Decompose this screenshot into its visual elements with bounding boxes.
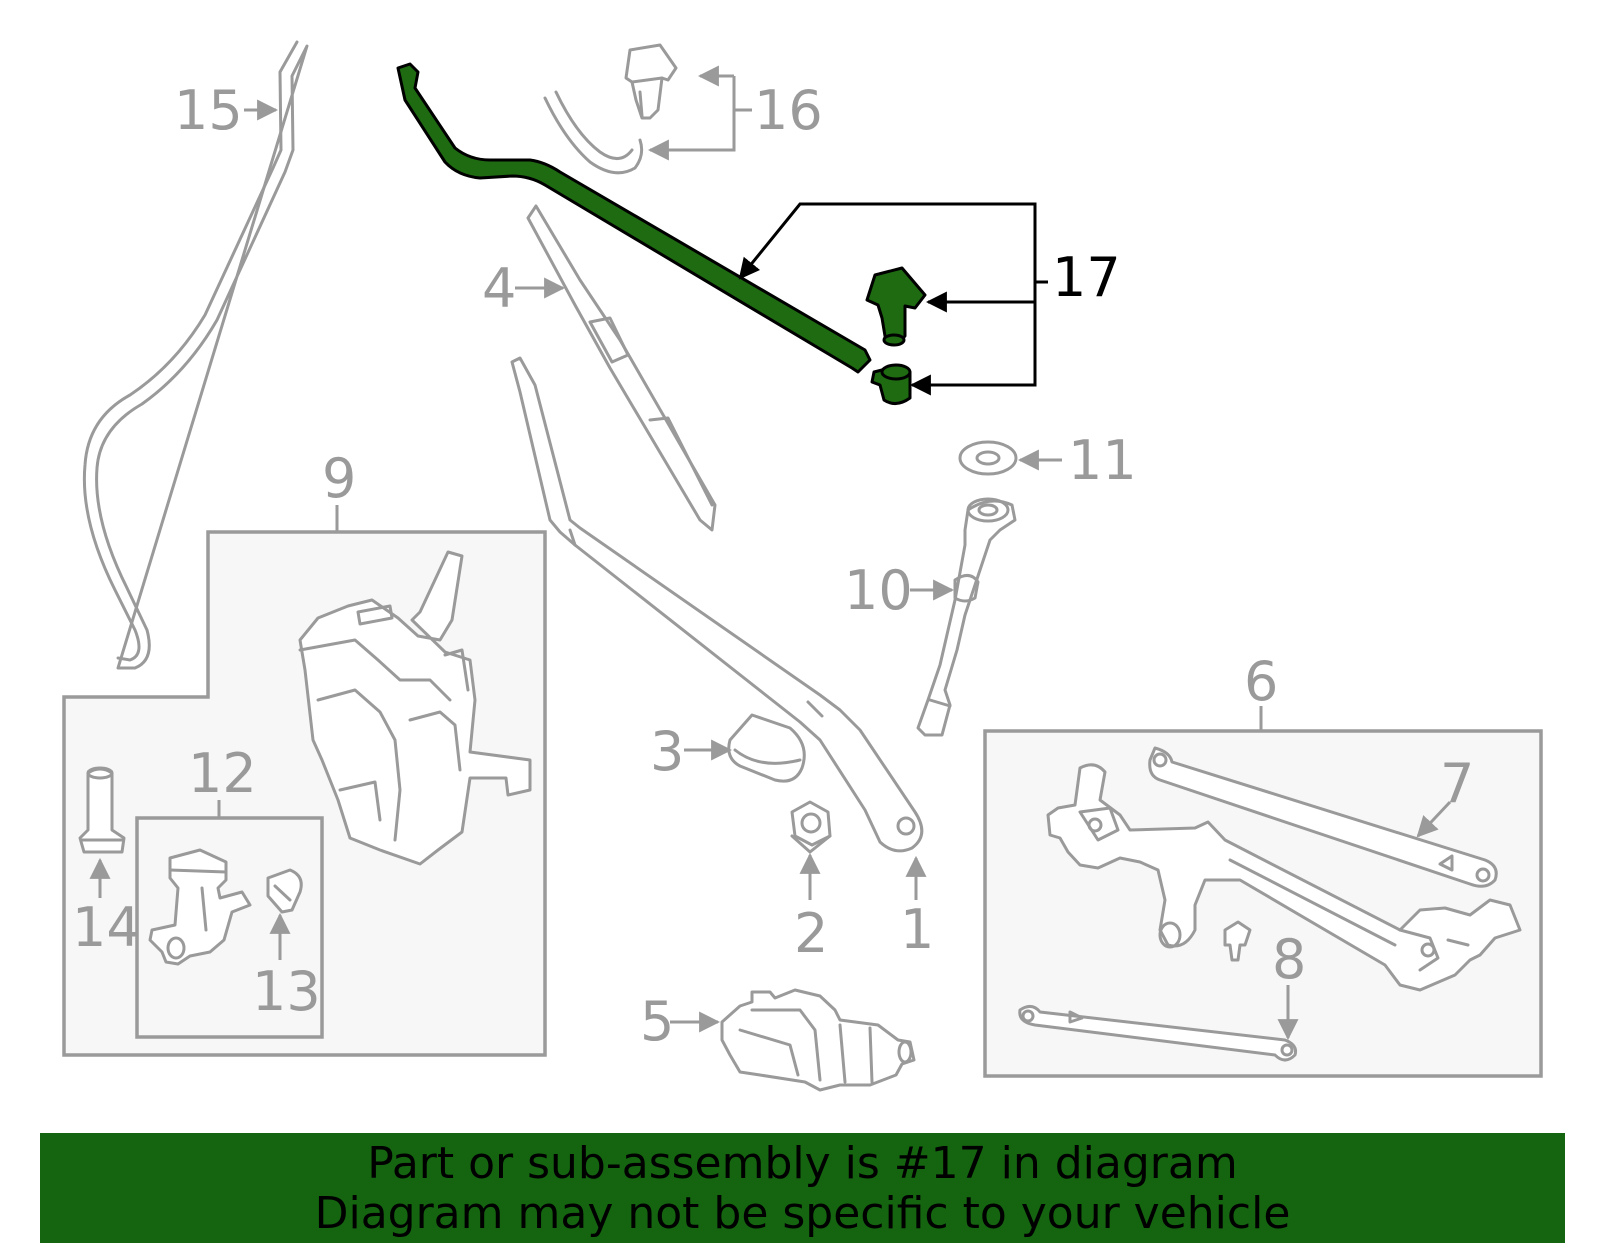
reservoir-9[interactable] bbox=[298, 550, 532, 866]
wiper-blade-4[interactable] bbox=[526, 204, 717, 532]
callout-6: 6 bbox=[1244, 650, 1278, 713]
washer-pump-12[interactable] bbox=[148, 848, 252, 966]
link-rod-7[interactable] bbox=[1148, 746, 1498, 888]
callout-12: 12 bbox=[188, 742, 257, 805]
callout-10: 10 bbox=[844, 559, 913, 622]
callout-11: 11 bbox=[1068, 429, 1137, 492]
joint-17[interactable] bbox=[870, 363, 912, 405]
callout-7: 7 bbox=[1440, 752, 1474, 815]
callout-14: 14 bbox=[72, 896, 141, 959]
link-rod-8[interactable] bbox=[1018, 1005, 1297, 1062]
wiper-arm-1[interactable] bbox=[510, 356, 924, 853]
info-banner: Part or sub-assembly is #17 in diagram D… bbox=[40, 1133, 1565, 1243]
nut-2[interactable] bbox=[790, 800, 832, 854]
nozzle-17[interactable] bbox=[865, 266, 927, 347]
cap-3[interactable] bbox=[727, 713, 806, 783]
callout-2: 2 bbox=[794, 902, 828, 965]
linkage-6[interactable] bbox=[1046, 763, 1522, 992]
nozzle-16[interactable] bbox=[624, 43, 678, 120]
pivot-10[interactable] bbox=[916, 497, 1017, 737]
callout-1: 1 bbox=[900, 898, 934, 961]
washer-hose-15[interactable] bbox=[82, 40, 309, 670]
hose-16[interactable] bbox=[543, 90, 644, 175]
banner-line-1: Part or sub-assembly is #17 in diagram bbox=[367, 1138, 1238, 1189]
washer-hose-17[interactable] bbox=[396, 62, 872, 374]
level-sensor-14[interactable] bbox=[78, 766, 126, 854]
grommet-13[interactable] bbox=[266, 868, 303, 914]
wiper-motor-5[interactable] bbox=[720, 988, 916, 1092]
callout-15: 15 bbox=[174, 79, 243, 142]
grommet-11[interactable] bbox=[958, 440, 1018, 476]
callout-16: 16 bbox=[754, 79, 823, 142]
banner-line-2: Diagram may not be specific to your vehi… bbox=[314, 1188, 1291, 1239]
callout-9: 9 bbox=[322, 447, 356, 510]
callout-3: 3 bbox=[650, 720, 684, 783]
callout-13: 13 bbox=[252, 960, 321, 1023]
callout-5: 5 bbox=[640, 990, 674, 1053]
callout-17: 17 bbox=[1052, 246, 1121, 309]
callout-8: 8 bbox=[1272, 928, 1306, 991]
callout-4: 4 bbox=[482, 257, 516, 320]
